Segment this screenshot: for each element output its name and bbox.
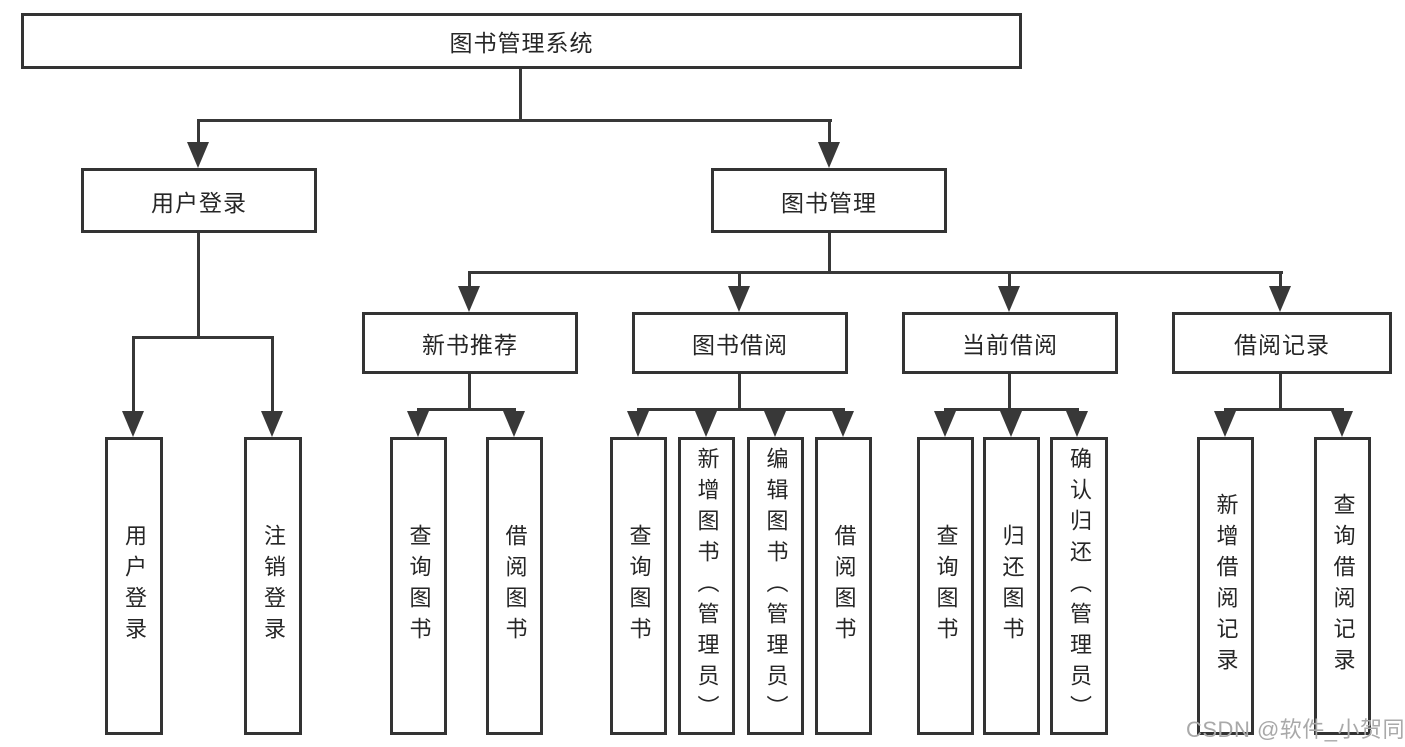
- connector-line: [197, 122, 200, 146]
- arrowhead-down: [695, 411, 717, 437]
- arrowhead-down: [832, 411, 854, 437]
- connector-line: [1224, 408, 1344, 411]
- arrowhead-down: [998, 286, 1020, 312]
- node-new-book-recommend: 新书推荐: [362, 312, 578, 374]
- node-user-login: 用户登录: [81, 168, 317, 233]
- connector-line: [468, 271, 1283, 274]
- arrowhead-down: [407, 411, 429, 437]
- connector-line: [944, 408, 1079, 411]
- node-book-borrowing: 图书借阅: [632, 312, 848, 374]
- connector-line: [828, 122, 831, 146]
- arrowhead-down: [1000, 411, 1022, 437]
- arrowhead-down: [627, 411, 649, 437]
- arrowhead-down: [728, 286, 750, 312]
- connector-line: [197, 119, 832, 122]
- arrowhead-down: [261, 411, 283, 437]
- leaf-borrow-books-newbook: 借阅图书: [486, 437, 543, 735]
- connector-line: [738, 274, 741, 288]
- arrowhead-down: [187, 142, 209, 168]
- connector-line: [738, 374, 741, 410]
- connector-line: [132, 336, 274, 339]
- leaf-query-books-current: 查询图书: [917, 437, 974, 735]
- connector-line: [1279, 274, 1282, 288]
- leaf-borrow-books-borrowing: 借阅图书: [815, 437, 872, 735]
- leaf-user-login: 用户登录: [105, 437, 163, 735]
- arrowhead-down: [1269, 286, 1291, 312]
- node-library-management-system: 图书管理系统: [21, 13, 1022, 69]
- leaf-query-books-borrowing: 查询图书: [610, 437, 667, 735]
- arrowhead-down: [1214, 411, 1236, 437]
- arrowhead-down: [122, 411, 144, 437]
- csdn-watermark: CSDN @软件_小贺同学: [1186, 717, 1405, 742]
- connector-line: [519, 69, 522, 121]
- connector-line: [1008, 274, 1011, 288]
- arrowhead-down: [503, 411, 525, 437]
- leaf-edit-book-admin: 编辑图书（管理员）: [747, 437, 804, 735]
- arrowhead-down: [458, 286, 480, 312]
- arrowhead-down: [1066, 411, 1088, 437]
- connector-line: [468, 274, 471, 288]
- leaf-confirm-return-admin: 确认归还（管理员）: [1050, 437, 1108, 735]
- connector-line: [1008, 374, 1011, 410]
- connector-line: [417, 408, 516, 411]
- leaf-return-book: 归还图书: [983, 437, 1040, 735]
- leaf-add-book-admin: 新增图书（管理员）: [678, 437, 735, 735]
- leaf-logout: 注销登录: [244, 437, 302, 735]
- node-borrow-record: 借阅记录: [1172, 312, 1392, 374]
- arrowhead-down: [934, 411, 956, 437]
- connector-line: [271, 339, 274, 414]
- connector-line: [828, 233, 831, 273]
- connector-line: [132, 339, 135, 414]
- connector-line: [468, 374, 471, 410]
- connector-line: [1279, 374, 1282, 410]
- node-book-management: 图书管理: [711, 168, 947, 233]
- connector-line: [637, 408, 845, 411]
- connector-line: [197, 233, 200, 338]
- leaf-add-borrow-record: 新增借阅记录: [1197, 437, 1254, 735]
- node-current-borrow: 当前借阅: [902, 312, 1118, 374]
- arrowhead-down: [818, 142, 840, 168]
- leaf-query-borrow-record: 查询借阅记录: [1314, 437, 1371, 735]
- leaf-query-books-newbook: 查询图书: [390, 437, 447, 735]
- arrowhead-down: [764, 411, 786, 437]
- arrowhead-down: [1331, 411, 1353, 437]
